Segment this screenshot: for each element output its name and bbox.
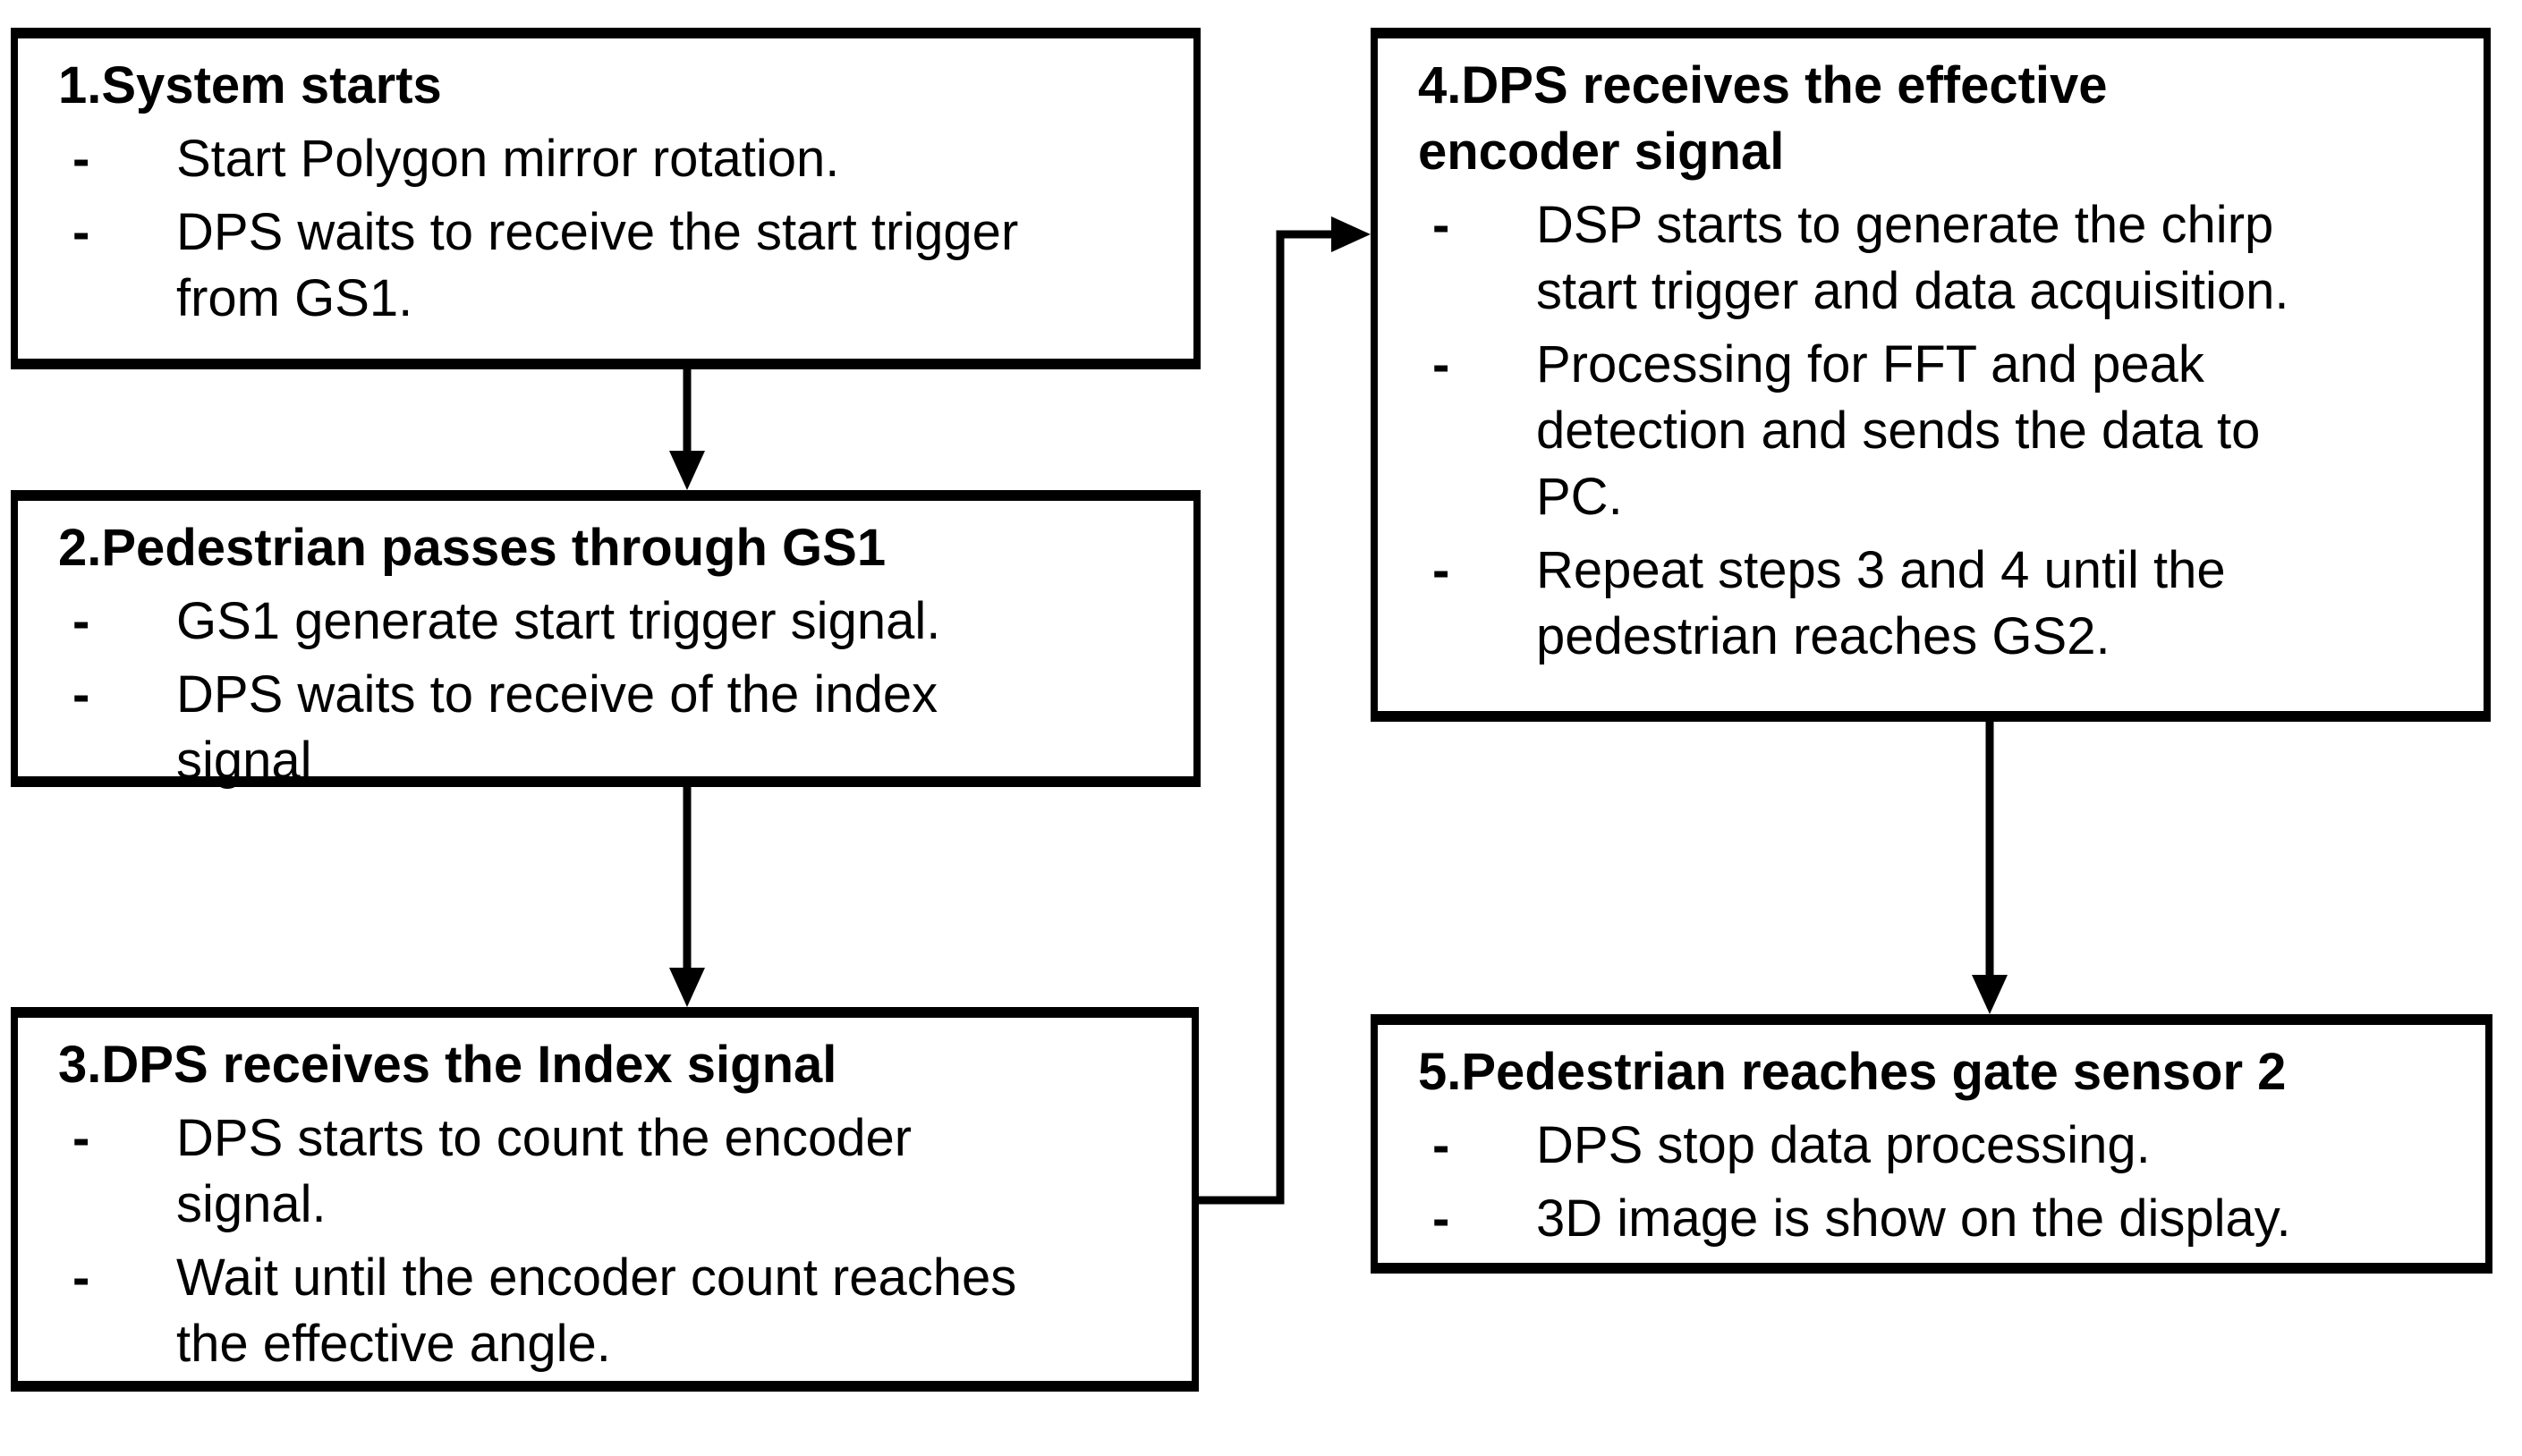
step-2-bullet-2: - DPS waits to receive of the index sign… [58, 662, 1177, 794]
step-box-1: 1.System starts - Start Polygon mirror r… [11, 28, 1201, 369]
bullet-dash: - [1432, 196, 1450, 254]
bullet-dash: - [1432, 1189, 1450, 1248]
bullet-text: DPS starts to count the encoder signal. [176, 1109, 913, 1233]
bullet-text: 3D image is show on the display. [1536, 1189, 2291, 1248]
step-box-5: 5.Pedestrian reaches gate sensor 2 - DPS… [1371, 1014, 2492, 1274]
bullet-text: Processing for FFT and peak detection an… [1536, 335, 2261, 526]
bullet-dash: - [72, 1109, 90, 1167]
step-1-title: 1.System starts [58, 56, 442, 114]
step-5-bullet-1: - DPS stop data processing. [1418, 1113, 2469, 1179]
bullet-text: Repeat steps 3 and 4 until the pedestria… [1536, 541, 2226, 665]
step-3-bullet-2: - Wait until the encoder count reaches t… [58, 1245, 1176, 1377]
step-box-4: 4.DPS receives the effective encoder sig… [1371, 28, 2491, 722]
bullet-text: Start Polygon mirror rotation. [176, 130, 840, 188]
arrow-step4-to-step5 [1972, 715, 2008, 1014]
step-1-bullet-2: - DPS waits to receive the start trigger… [58, 199, 1177, 332]
arrow-step2-to-step3 [669, 782, 705, 1007]
bullet-dash: - [72, 665, 90, 724]
bullet-dash: - [72, 1249, 90, 1307]
step-5-title: 5.Pedestrian reaches gate sensor 2 [1418, 1043, 2287, 1101]
step-box-2: 2.Pedestrian passes through GS1 - GS1 ge… [11, 490, 1201, 790]
arrow-step1-to-step2 [669, 363, 705, 490]
bullet-text: DSP starts to generate the chirp start t… [1536, 196, 2289, 320]
step-3-title: 3.DPS receives the Index signal [58, 1036, 837, 1094]
bullet-dash: - [72, 592, 90, 650]
bullet-text: DPS waits to receive of the index signal [176, 665, 938, 790]
bullet-dash: - [72, 203, 90, 261]
step-4-bullet-1: - DSP starts to generate the chirp start… [1418, 192, 2467, 325]
step-4-bullet-3: - Repeat steps 3 and 4 until the pedestr… [1418, 538, 2467, 670]
step-4-bullet-2: - Processing for FFT and peak detection … [1418, 332, 2467, 530]
bullet-text: GS1 generate start trigger signal. [176, 592, 941, 650]
step-5-bullet-2: - 3D image is show on the display. [1418, 1186, 2469, 1252]
bullet-dash: - [1432, 335, 1450, 394]
arrow-step3-to-step4 [1197, 216, 1371, 1205]
step-3-bullet-1: - DPS starts to count the encoder signal… [58, 1105, 1176, 1238]
step-2-bullet-1: - GS1 generate start trigger signal. [58, 588, 1177, 655]
bullet-text: DPS waits to receive the start trigger f… [176, 203, 1019, 327]
step-box-3: 3.DPS receives the Index signal - DPS st… [11, 1007, 1199, 1392]
step-1-bullet-1: - Start Polygon mirror rotation. [58, 126, 1177, 192]
step-2-title: 2.Pedestrian passes through GS1 [58, 519, 887, 577]
bullet-text: DPS stop data processing. [1536, 1116, 2151, 1174]
bullet-dash: - [72, 130, 90, 188]
bullet-dash: - [1432, 1116, 1450, 1174]
step-4-title: 4.DPS receives the effective encoder sig… [1418, 56, 2108, 181]
bullet-text: Wait until the encoder count reaches the… [176, 1249, 1017, 1373]
bullet-dash: - [1432, 541, 1450, 599]
